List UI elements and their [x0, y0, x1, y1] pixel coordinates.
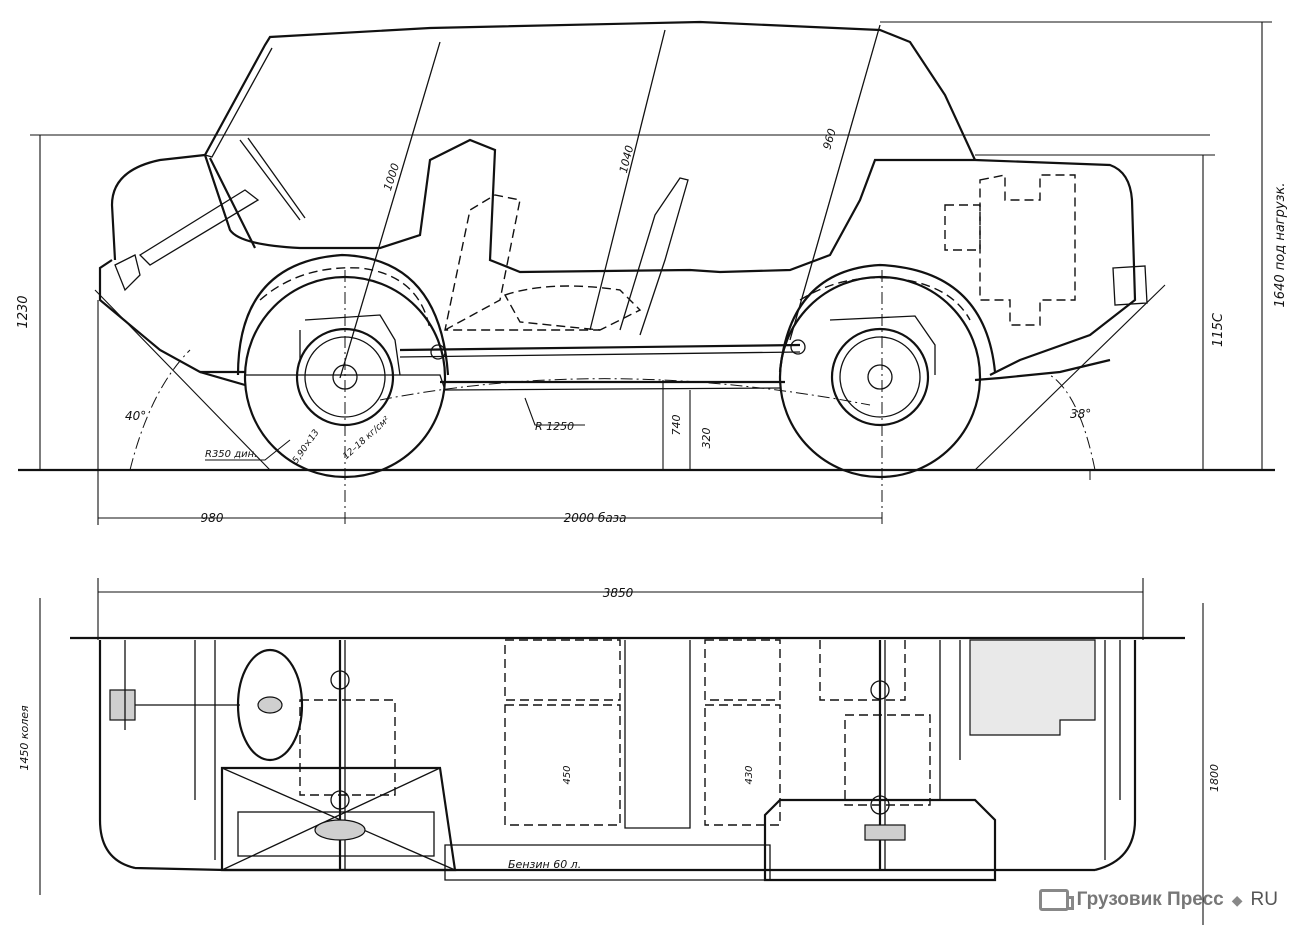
label-overall-height: 1640 под нагрузк.	[1273, 183, 1288, 308]
watermark: Грузовик Пресс ◆ RU	[1038, 889, 1278, 911]
dim-height-rear	[975, 154, 1215, 470]
rear-cv-joint	[790, 339, 806, 355]
rear-seat-back	[619, 177, 689, 336]
label-headroom-middle: 1040	[617, 144, 636, 174]
front-suspension	[299, 314, 401, 376]
turning-radius-arc	[379, 378, 871, 406]
drive-shaft	[399, 343, 801, 352]
label-ground-clearance: 320	[700, 428, 713, 449]
label-overall-width: 1800	[1208, 764, 1221, 792]
rear-wheel-well	[844, 714, 931, 806]
front-arch-inner	[259, 267, 431, 331]
frame-rails	[194, 640, 1121, 860]
label-fuel-tank: Бензин 60 л.	[508, 858, 581, 871]
departure-angle-line	[974, 284, 1166, 471]
front-wheel-well	[299, 699, 396, 796]
label-track-front: 1450 колея	[18, 705, 31, 771]
headroom-middle-line	[589, 29, 666, 331]
fuel-tank	[444, 844, 771, 881]
dim-height-overall	[880, 21, 1272, 470]
rear-arch-inner	[799, 276, 971, 321]
rear-lower-body	[974, 358, 1111, 382]
label-headroom-rear: 960	[820, 127, 838, 151]
label-front-overhang: 980	[201, 511, 224, 525]
watermark-domain: RU	[1250, 889, 1278, 910]
watermark-brand: Грузовик Пресс	[1076, 889, 1224, 910]
rear-wheel-arch	[778, 263, 997, 373]
truck-icon	[1038, 889, 1074, 911]
headroom-rear-line	[789, 24, 881, 341]
watermark-separator: ◆	[1231, 891, 1243, 908]
label-height-rear: 115С	[1211, 312, 1226, 347]
roof-front-bow	[204, 44, 273, 158]
approach-angle-arc	[129, 349, 191, 471]
plan-view	[39, 578, 1204, 925]
steering-gear	[109, 689, 136, 721]
rear-seat-cushion	[503, 285, 642, 331]
label-approach-angle: 40°	[125, 409, 146, 423]
label-floor-height: 740	[670, 415, 683, 436]
front-cv-joint	[430, 344, 446, 360]
front-wheel-arch	[236, 253, 450, 376]
label-departure-angle: 38°	[1070, 407, 1091, 421]
rear-wheel	[778, 275, 982, 479]
steering-column	[138, 189, 260, 266]
dim-height-front	[30, 134, 1210, 470]
sill	[200, 370, 785, 384]
label-wheelbase: 2000 база	[564, 511, 627, 525]
rear-box	[763, 798, 997, 882]
front-seat	[444, 194, 600, 331]
rear-bumper	[1112, 265, 1148, 306]
label-turning-radius: R 1250	[535, 420, 574, 433]
engine-block	[979, 174, 1076, 326]
headlight	[114, 254, 141, 292]
dim-wheelbase	[97, 270, 883, 525]
lower-body-front	[98, 259, 246, 387]
label-wheel-radius: R350 дин.	[205, 449, 257, 460]
departure-angle-arc	[1049, 374, 1096, 471]
label-tire-pressure: 12–18 кг/см²	[341, 415, 392, 462]
side-view	[18, 20, 1275, 525]
label-headroom-front: 1000	[381, 162, 402, 193]
spare-wheel	[220, 766, 457, 872]
rear-seat-right	[704, 704, 781, 826]
headroom-front-line	[339, 41, 441, 379]
roof-canopy	[204, 20, 976, 161]
label-height-front: 1230	[16, 295, 31, 328]
rocker-panel	[245, 374, 781, 391]
approach-angle-line	[94, 289, 271, 471]
label-tire-size: 5,90×13	[291, 428, 322, 466]
label-seat-width-front: 450	[562, 765, 573, 784]
plan-body-outline	[70, 636, 1185, 872]
center-tunnel	[624, 640, 691, 829]
rear-suspension	[829, 315, 936, 375]
plan-engine	[969, 639, 1096, 736]
front-seat-right	[504, 704, 621, 826]
rear-seat-left	[704, 639, 781, 701]
label-overall-length: 3850	[603, 586, 634, 600]
front-body	[110, 138, 1137, 376]
front-seat-left	[504, 639, 621, 701]
windshield	[209, 157, 256, 249]
label-seat-width-rear: 430	[744, 765, 755, 784]
steering-wheel	[236, 648, 304, 762]
